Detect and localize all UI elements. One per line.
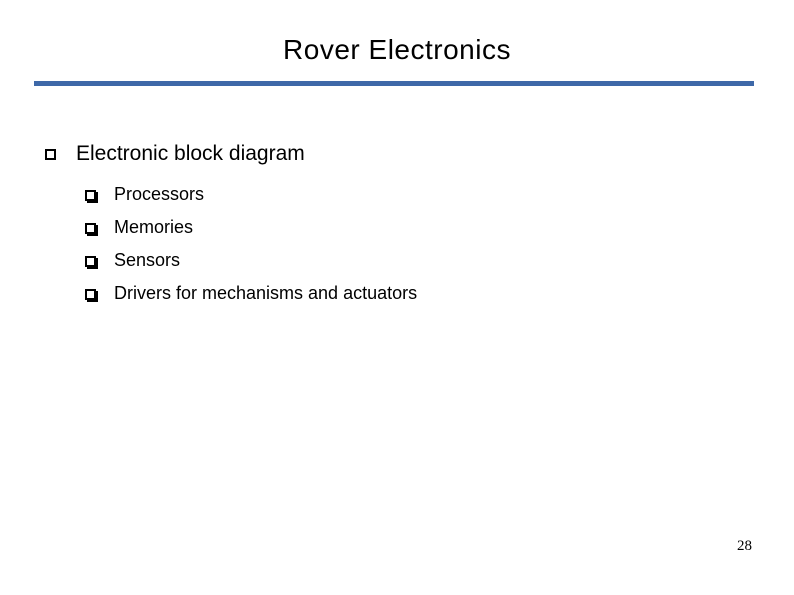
title-underline-rule [34, 81, 754, 86]
bullet-item-level1: Electronic block diagram [0, 140, 794, 167]
drop-shadow-square-bullet-icon [85, 255, 96, 267]
drop-shadow-square-bullet-icon [85, 189, 96, 201]
bullet-item-level2: Processors [0, 178, 794, 211]
drop-shadow-square-bullet-icon [85, 288, 96, 300]
page-number: 28 [737, 538, 752, 554]
slide-body: Electronic block diagram Processors Memo… [0, 140, 794, 310]
bullet-item-level2: Drivers for mechanisms and actuators [0, 277, 794, 310]
bullet-item-level2-label: Drivers for mechanisms and actuators [114, 283, 418, 303]
bullet-item-level2: Memories [0, 211, 794, 244]
bullet-item-level2-label: Sensors [114, 250, 181, 270]
hollow-square-bullet-icon [45, 149, 56, 160]
bullet-item-level2: Sensors [0, 244, 794, 277]
bullet-item-level1-label: Electronic block diagram [76, 141, 305, 165]
sub-bullet-list: Processors Memories Sensors Drivers for … [0, 178, 794, 310]
bullet-item-level2-label: Processors [114, 184, 205, 204]
drop-shadow-square-bullet-icon [85, 222, 96, 234]
bullet-item-level2-label: Memories [114, 217, 194, 237]
slide-title: Rover Electronics [283, 34, 511, 65]
